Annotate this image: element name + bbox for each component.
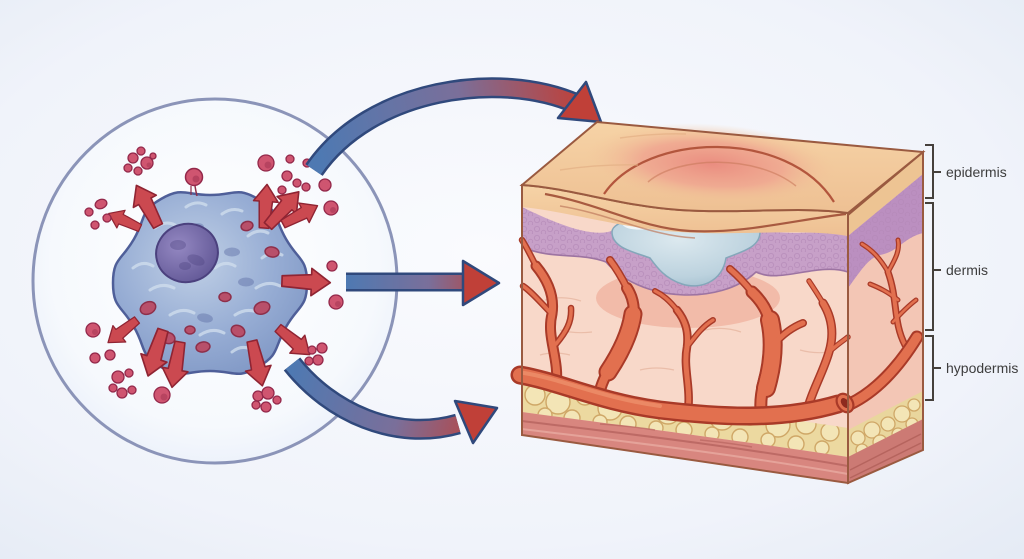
surface-texture [559, 133, 687, 171]
blood-vessels-side [843, 237, 924, 411]
bracket-dermis [925, 202, 941, 331]
bracket-hypodermis [925, 335, 941, 401]
cell-nucleus [155, 222, 219, 284]
arrowhead [453, 399, 499, 445]
release-arrow [274, 323, 311, 356]
wheal-outline [603, 145, 835, 203]
muscle-layer-side [848, 419, 923, 483]
degranulation-arrows [107, 183, 332, 389]
bracket-epidermis [925, 144, 941, 199]
mast-cell [111, 167, 309, 376]
skin-front-face [510, 183, 855, 485]
wheal-bump [584, 123, 840, 205]
release-arrow [107, 316, 141, 344]
arrowhead [556, 80, 603, 124]
blood-vessels [510, 236, 851, 426]
arrow-to-dermis [346, 259, 501, 307]
released-granules [84, 146, 344, 413]
release-arrow [280, 202, 319, 229]
release-arrow [108, 209, 143, 232]
muscle-layer [521, 412, 849, 483]
skin-block [510, 120, 926, 485]
release-arrow [161, 340, 189, 389]
nucleus-texture [170, 240, 205, 270]
secretion-knob [184, 167, 204, 197]
skin-top-face [519, 120, 926, 215]
epidermis-surface-side [848, 152, 923, 236]
main-vessel [513, 368, 845, 423]
label-epidermis: epidermis [946, 164, 1007, 180]
release-arrow [280, 267, 332, 297]
arrow-to-epidermis [305, 77, 603, 177]
arrowhead [461, 259, 501, 307]
label-hypodermis: hypodermis [946, 360, 1018, 376]
arrow-to-hypodermis [283, 357, 499, 445]
release-arrow [263, 191, 300, 231]
release-arrow [140, 327, 169, 377]
release-arrow [244, 339, 272, 387]
layer-annotations [925, 144, 941, 401]
release-arrow [132, 184, 164, 230]
skin-fold-crease [544, 192, 847, 233]
skin-right-face [843, 149, 924, 485]
label-dermis: dermis [946, 262, 988, 278]
layer-labels: epidermis dermis hypodermis [946, 164, 1018, 376]
